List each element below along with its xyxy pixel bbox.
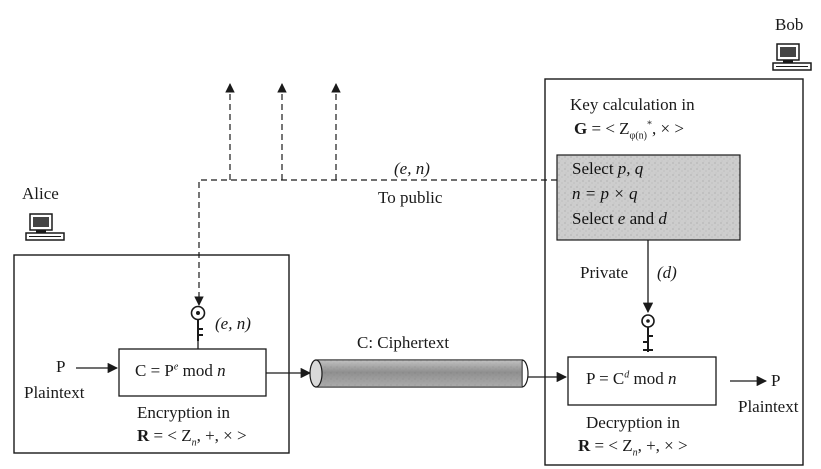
encryption-ring: R = < Zn, +, × > (137, 426, 247, 449)
decryption-title: Decryption in (586, 413, 680, 432)
to-public-label: To public (378, 188, 443, 207)
pq-text: p, q (617, 159, 644, 178)
n-equals-line: n = p × q (572, 184, 638, 203)
ring-symbol-bob: R (578, 436, 591, 455)
ring-rest: = < Z (149, 426, 192, 445)
public-key-label: (e, n) (394, 159, 430, 178)
select-text: Select (572, 159, 618, 178)
ring-symbol: R (137, 426, 150, 445)
private-key-label: (d) (657, 263, 677, 282)
input-p-label: P (56, 357, 66, 376)
ring-end: , +, × > (196, 426, 247, 445)
dec-mod: mod (629, 369, 668, 388)
encryption-box (118, 348, 267, 397)
group-sub: φ(n) (629, 130, 647, 142)
key-calc-title: Key calculation in (570, 95, 695, 114)
ciphertext-label: C: Ciphertext (357, 333, 450, 352)
public-key-icon (190, 305, 206, 341)
alice-computer-icon (25, 213, 65, 241)
group-end: , × > (651, 119, 684, 138)
ciphertext-pipe (309, 359, 529, 388)
decryption-box (567, 356, 717, 406)
private-label: Private (580, 263, 629, 282)
ring-sub-bob: n (632, 447, 638, 459)
private-key-icon (641, 314, 655, 352)
bob-boundary (544, 78, 804, 466)
select-box (556, 154, 741, 241)
select-pq-line: Select p, q (572, 158, 643, 180)
enc-formula-lhs: C = P (135, 361, 174, 380)
decryption-formula: P = Cd mod n (586, 369, 676, 389)
public-key-dashed-path (194, 179, 557, 306)
encryption-title: Encryption in (137, 403, 231, 422)
ring-end-bob: , +, × > (637, 436, 688, 455)
and-text: and (625, 209, 659, 228)
d-text: d (658, 209, 667, 228)
alice-label: Alice (22, 184, 59, 203)
alice-key-label: (e, n) (215, 314, 251, 333)
output-p-label: P (771, 371, 781, 390)
enc-mod: mod (178, 361, 218, 380)
dec-formula-lhs: P = C (586, 369, 625, 388)
dec-exponent: d (624, 369, 630, 381)
decryption-ring: R = < Zn, +, × > (578, 436, 688, 459)
alice-boundary (13, 254, 290, 454)
ring-rest-bob: = < Z (590, 436, 633, 455)
alice-plaintext-label: Plaintext (24, 383, 85, 402)
ring-sub: n (191, 437, 197, 449)
select-text-2: Select (572, 209, 618, 228)
bob-label: Bob (775, 15, 804, 34)
key-calc-group: G = < Zφ(n)*, × > (574, 119, 684, 142)
dec-modulus: n (667, 369, 677, 388)
group-rest: = < Z (587, 119, 630, 138)
select-ed-line: Select e and d (572, 208, 667, 230)
group-symbol: G (574, 119, 588, 138)
bob-computer-icon (772, 43, 812, 71)
e-text: e (617, 209, 626, 228)
bob-plaintext-label: Plaintext (738, 397, 799, 416)
encryption-formula: C = Pe mod n (135, 361, 226, 381)
enc-exponent: e (173, 361, 179, 373)
group-sup: * (646, 119, 652, 131)
enc-modulus: n (217, 361, 226, 380)
